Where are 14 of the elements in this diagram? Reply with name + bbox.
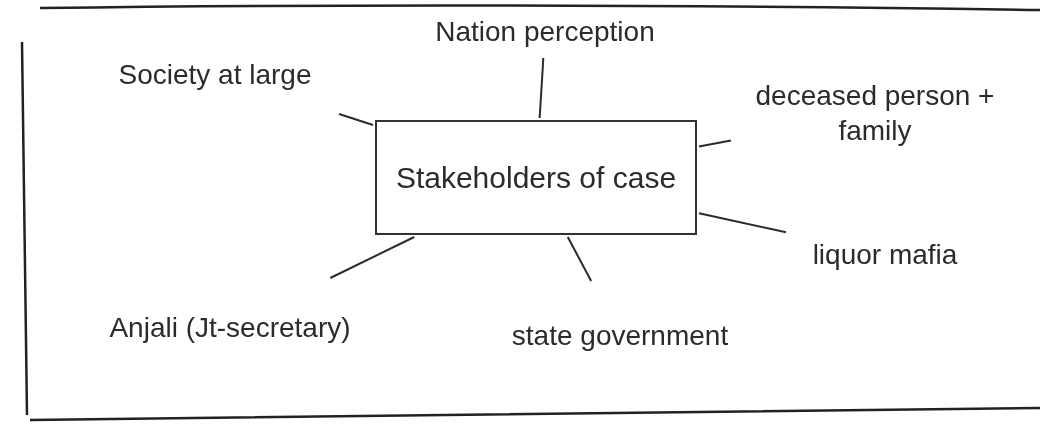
stakeholder-label: deceased person + family bbox=[735, 58, 1015, 168]
stakeholder-label: state government bbox=[470, 285, 770, 385]
connector-line bbox=[698, 139, 732, 148]
connector-line bbox=[698, 212, 787, 234]
connector-line bbox=[566, 236, 593, 282]
connector-line bbox=[329, 236, 416, 279]
central-box bbox=[375, 120, 697, 235]
connector-line bbox=[338, 113, 374, 126]
box-title: Stakeholders of case bbox=[394, 159, 678, 196]
stakeholder-label: Nation perception bbox=[400, 8, 690, 54]
connector-line bbox=[538, 57, 545, 119]
stakeholder-label: Anjali (Jt-secretary) bbox=[70, 282, 390, 372]
stakeholder-label: Society at large bbox=[80, 38, 350, 110]
stakeholder-label: liquor mafia bbox=[790, 212, 980, 296]
